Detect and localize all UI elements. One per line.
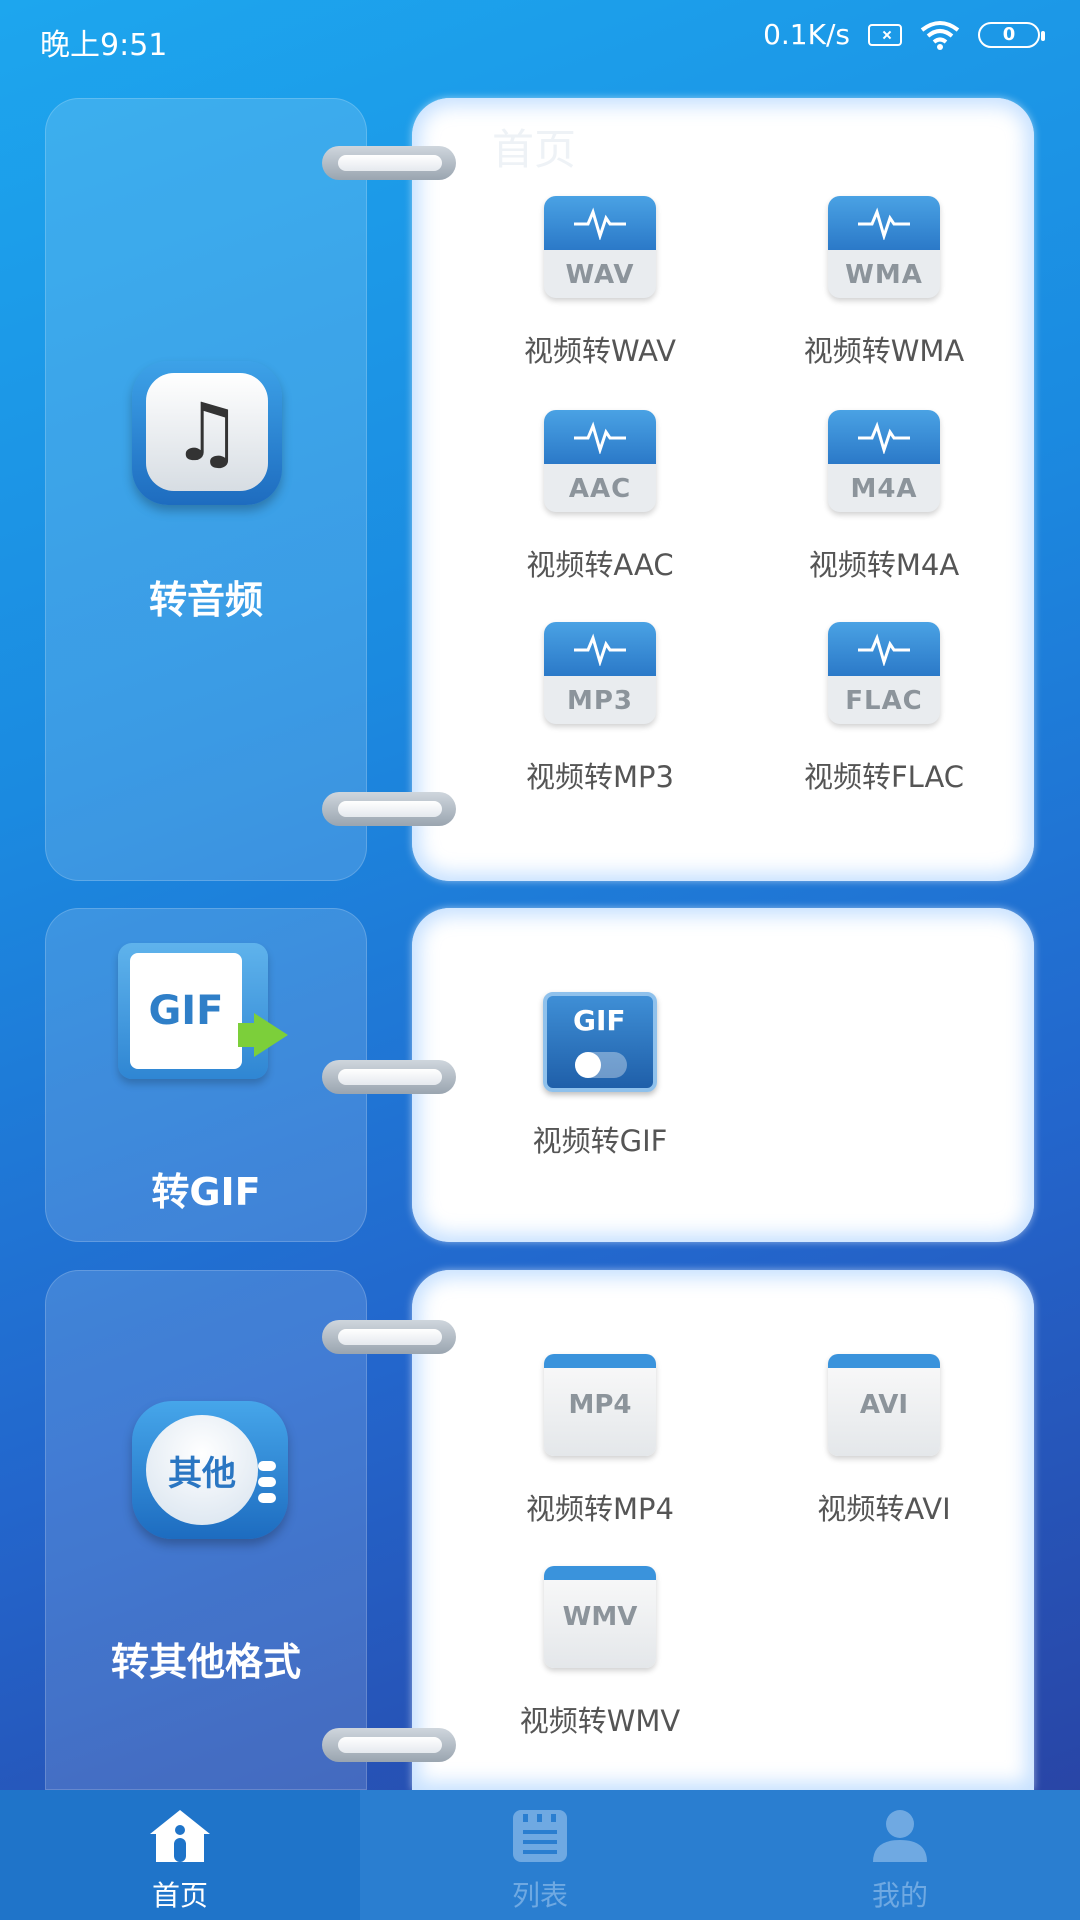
user-icon — [873, 1810, 927, 1862]
convert-aac-button[interactable]: AAC 视频转AAC — [470, 410, 730, 584]
bottom-nav: 首页 列表 我的 — [0, 1790, 1080, 1920]
convert-flac-button[interactable]: FLAC 视频转FLAC — [754, 622, 1014, 796]
wmv-file-icon: WMV — [544, 1566, 656, 1668]
category-audio-label: 转音频 — [148, 578, 263, 622]
gif-formats-card: GIF 视频转GIF — [412, 908, 1034, 1242]
status-indicators: 0.1K/s 0 — [763, 18, 1045, 51]
battery-level: 0 — [1002, 24, 1016, 45]
mp4-file-icon: MP4 — [544, 1354, 656, 1456]
gif-file-icon: GIF — [543, 992, 657, 1092]
other-formats-card: MP4 视频转MP4 AVI 视频转AVI WMV 视频转WMV — [412, 1270, 1034, 1790]
list-icon — [513, 1810, 567, 1862]
m4a-file-icon: M4A — [828, 410, 940, 512]
convert-m4a-button[interactable]: M4A 视频转M4A — [754, 410, 1014, 584]
network-speed: 0.1K/s — [763, 18, 850, 51]
format-label: 视频转MP3 — [526, 760, 674, 794]
format-label: 视频转WMV — [519, 1704, 681, 1738]
nav-home[interactable]: 首页 — [0, 1790, 360, 1920]
binder-ring — [322, 792, 456, 826]
category-gif-label: 转GIF — [151, 1170, 261, 1214]
status-time: 晚上9:51 — [40, 28, 168, 63]
nav-list-label: 列表 — [511, 1879, 568, 1912]
no-sim-icon — [868, 23, 902, 46]
aac-file-icon: AAC — [544, 410, 656, 512]
category-other-label: 转其他格式 — [110, 1640, 301, 1684]
flac-file-icon: FLAC — [828, 622, 940, 724]
convert-wav-button[interactable]: WAV 视频转WAV — [470, 196, 730, 370]
format-label: 视频转GIF — [532, 1124, 668, 1158]
nav-list[interactable]: 列表 — [360, 1790, 720, 1920]
category-audio-panel[interactable]: ♫ 转音频 — [45, 98, 367, 881]
nav-mine-label: 我的 — [871, 1879, 928, 1912]
convert-mp4-button[interactable]: MP4 视频转MP4 — [470, 1354, 730, 1528]
format-label: 视频转AAC — [526, 548, 674, 582]
category-gif-panel[interactable]: GIF 转GIF — [45, 908, 367, 1242]
convert-wmv-button[interactable]: WMV 视频转WMV — [470, 1566, 730, 1740]
binder-ring — [322, 1060, 456, 1094]
wma-file-icon: WMA — [828, 196, 940, 298]
home-icon — [150, 1810, 210, 1862]
binder-ring — [322, 1728, 456, 1762]
binder-ring — [322, 1320, 456, 1354]
category-other-panel[interactable]: 其他 转其他格式 — [45, 1270, 367, 1790]
format-label: 视频转M4A — [808, 548, 960, 582]
gif-convert-icon: GIF — [118, 943, 288, 1087]
format-label: 视频转MP4 — [526, 1492, 674, 1526]
wifi-icon — [920, 20, 960, 50]
convert-gif-button[interactable]: GIF 视频转GIF — [470, 992, 730, 1160]
format-label: 视频转WAV — [524, 334, 676, 368]
convert-avi-button[interactable]: AVI 视频转AVI — [754, 1354, 1014, 1528]
other-format-icon: 其他 — [132, 1401, 288, 1539]
avi-file-icon: AVI — [828, 1354, 940, 1456]
mp3-file-icon: MP3 — [544, 622, 656, 724]
nav-home-label: 首页 — [151, 1879, 208, 1912]
page-title: 首页 — [492, 125, 577, 174]
convert-wma-button[interactable]: WMA 视频转WMA — [754, 196, 1014, 370]
format-label: 视频转AVI — [817, 1492, 951, 1526]
status-bar: 晚上9:51 0.1K/s 0 — [0, 0, 1080, 80]
binder-ring — [322, 146, 456, 180]
audio-formats-card: 首页 WAV 视频转WAV WMA 视频转WMA AAC 视频转AAC M4A … — [412, 98, 1034, 881]
format-label: 视频转FLAC — [803, 760, 965, 794]
battery-icon: 0 — [978, 21, 1045, 48]
convert-mp3-button[interactable]: MP3 视频转MP3 — [470, 622, 730, 796]
nav-mine[interactable]: 我的 — [720, 1790, 1080, 1920]
music-note-icon: ♫ — [132, 361, 282, 505]
wav-file-icon: WAV — [544, 196, 656, 298]
format-label: 视频转WMA — [803, 334, 965, 368]
